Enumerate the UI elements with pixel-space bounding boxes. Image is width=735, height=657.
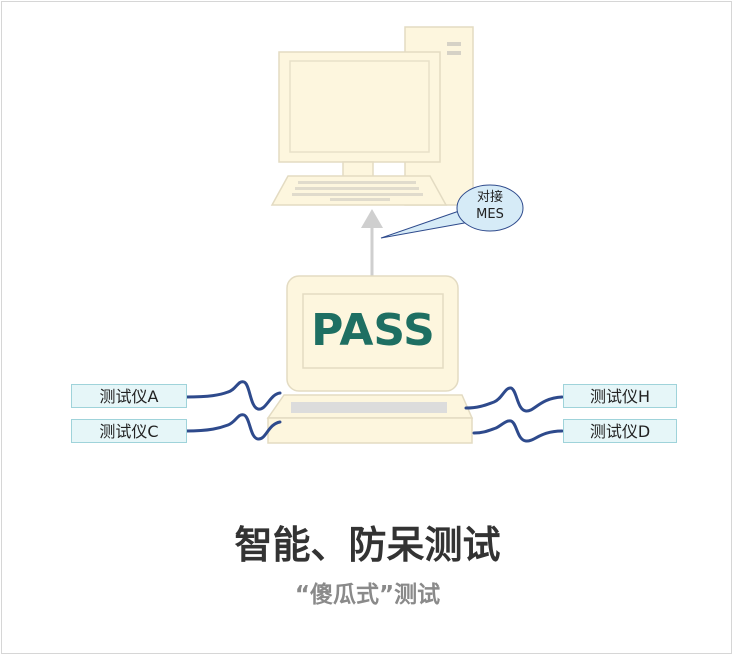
- main-title: 智能、防呆测试: [0, 520, 735, 570]
- pc-tower-slot-2: [447, 51, 461, 55]
- cable-h: [466, 388, 562, 411]
- mes-bubble-line-1: 对接: [458, 189, 522, 206]
- tester-keypad: [291, 402, 447, 413]
- pass-status-text: PASS: [303, 300, 443, 362]
- cable-c: [186, 415, 280, 439]
- instrument-label-a: 测试仪A: [71, 384, 187, 408]
- instrument-label-h: 测试仪H: [563, 384, 677, 408]
- tester-base-front: [268, 418, 472, 443]
- mes-bubble-text: 对接 MES: [458, 189, 522, 223]
- instrument-label-d: 测试仪D: [563, 419, 677, 443]
- mes-bubble-line-2: MES: [458, 206, 522, 223]
- instrument-label-c: 测试仪C: [71, 419, 187, 443]
- cable-a: [186, 382, 280, 409]
- sub-title: “傻瓜式”测试: [0, 580, 735, 610]
- pc-tower-slot-1: [447, 42, 461, 46]
- upload-arrow: [361, 209, 383, 277]
- pc-monitor-screen: [290, 61, 429, 152]
- cable-d: [474, 421, 562, 441]
- pc-computer-icon: [272, 27, 473, 205]
